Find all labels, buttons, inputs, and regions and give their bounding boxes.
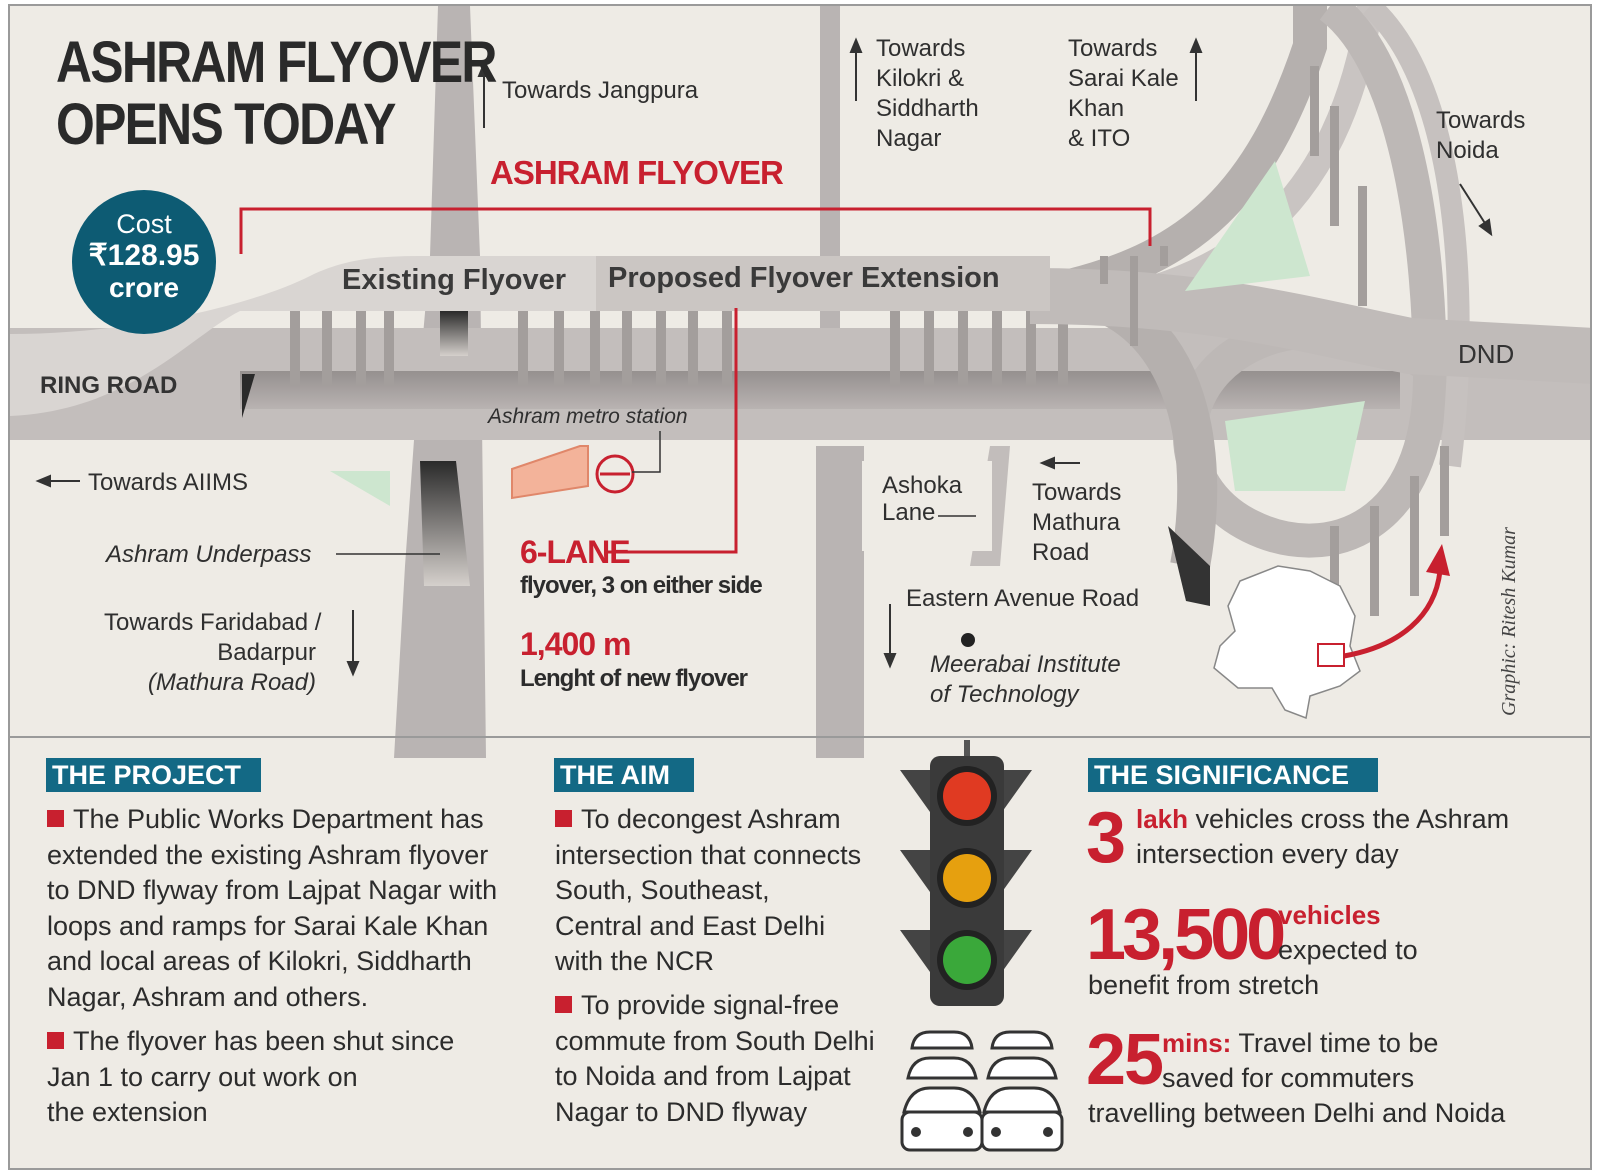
map-area: ASHRAM FLYOVER OPENS TODAY Cost ₹128.95 … bbox=[10, 6, 1590, 758]
lanes-figure: 6-LANE bbox=[520, 534, 631, 570]
car-queue-icons bbox=[900, 1030, 1064, 1152]
bullet-square bbox=[47, 810, 64, 827]
bullet-square bbox=[555, 810, 572, 827]
bullet-square bbox=[555, 996, 572, 1013]
stat-13500-number: 13,500 bbox=[1086, 895, 1286, 975]
towards-jangpura-label: Towards Jangpura bbox=[502, 77, 699, 104]
eastern-avenue-label: Eastern Avenue Road bbox=[906, 585, 1140, 612]
cost-badge: Cost ₹128.95 crore bbox=[72, 190, 216, 334]
aim-point-2: To provide signal-free commute from Sout… bbox=[555, 990, 875, 1127]
road-map-drawing bbox=[10, 6, 1590, 758]
infographic-frame: ASHRAM FLYOVER OPENS TODAY Cost ₹128.95 … bbox=[8, 4, 1592, 1170]
lanes-description: flyover, 3 on either side bbox=[520, 572, 763, 599]
metro-icon bbox=[595, 454, 635, 494]
underpass-label: Ashram Underpass bbox=[106, 541, 312, 568]
length-description: Lenght of new flyover bbox=[520, 665, 748, 692]
headline-line-1: ASHRAM FLYOVER bbox=[56, 30, 497, 95]
road-eastern-avenue bbox=[816, 446, 864, 758]
towards-faridabad-label: Towards Faridabad /Badarpur(Mathura Road… bbox=[104, 609, 322, 696]
graphic-credit: Graphic: Ritesh Kumar bbox=[1498, 527, 1520, 716]
green-area-loop bbox=[1225, 401, 1365, 491]
stat-13500-text: benefit from stretch bbox=[1088, 970, 1320, 1000]
proposed-extension-label: Proposed Flyover Extension bbox=[608, 262, 1000, 294]
stat-13500-unit-text: vehicles expected to bbox=[1278, 900, 1418, 965]
cost-amount: ₹128.95 bbox=[88, 239, 200, 272]
aim-point-1: To decongest Ashram intersection that co… bbox=[555, 804, 862, 976]
bullet-square bbox=[47, 1032, 64, 1049]
headline-line-2: OPENS TODAY bbox=[56, 92, 396, 157]
towards-aiims-label: Towards AIIMS bbox=[88, 469, 249, 496]
length-figure: 1,400 m bbox=[520, 626, 631, 662]
green-area-north bbox=[1185, 161, 1310, 291]
amber-light-icon bbox=[943, 854, 991, 902]
existing-flyover-label: Existing Flyover bbox=[342, 264, 567, 296]
significance-heading: THE SIGNIFICANCE bbox=[1088, 758, 1378, 792]
info-panel: THE PROJECT The Public Works Department … bbox=[10, 740, 1590, 1168]
stat-3-lakh-text: lakh vehicles cross the Ashram intersect… bbox=[1136, 804, 1510, 869]
metro-station-building bbox=[511, 445, 589, 500]
project-point-1: The Public Works Department has extended… bbox=[47, 804, 498, 1012]
stat-3-lakh-number: 3 bbox=[1086, 798, 1126, 878]
proposed-extension-deck bbox=[596, 256, 1050, 311]
delhi-locator-map bbox=[1213, 565, 1361, 720]
flyover-name-label: ASHRAM FLYOVER bbox=[490, 154, 784, 191]
cost-unit: crore bbox=[108, 272, 180, 303]
aim-heading: THE AIM bbox=[554, 758, 694, 792]
traffic-light-and-cars-illustration bbox=[900, 740, 1064, 1152]
metro-station-label: Ashram metro station bbox=[488, 405, 688, 428]
project-heading: THE PROJECT bbox=[46, 758, 261, 792]
headline: ASHRAM FLYOVER OPENS TODAY bbox=[56, 30, 497, 157]
green-light-icon bbox=[943, 936, 991, 984]
stat-25-mins-text-last: travelling between Delhi and Noida bbox=[1088, 1098, 1506, 1128]
cost-label: Cost bbox=[116, 209, 172, 239]
ring-road-label: RING ROAD bbox=[40, 372, 178, 399]
red-light-icon bbox=[943, 772, 991, 820]
stat-25-mins-number: 25 bbox=[1086, 1020, 1164, 1100]
dnd-label: DND bbox=[1458, 339, 1515, 369]
project-point-2: The flyover has been shut since Jan 1 to… bbox=[47, 1026, 455, 1127]
stat-25-mins-text: mins: Travel time to be saved for commut… bbox=[1162, 1028, 1439, 1093]
